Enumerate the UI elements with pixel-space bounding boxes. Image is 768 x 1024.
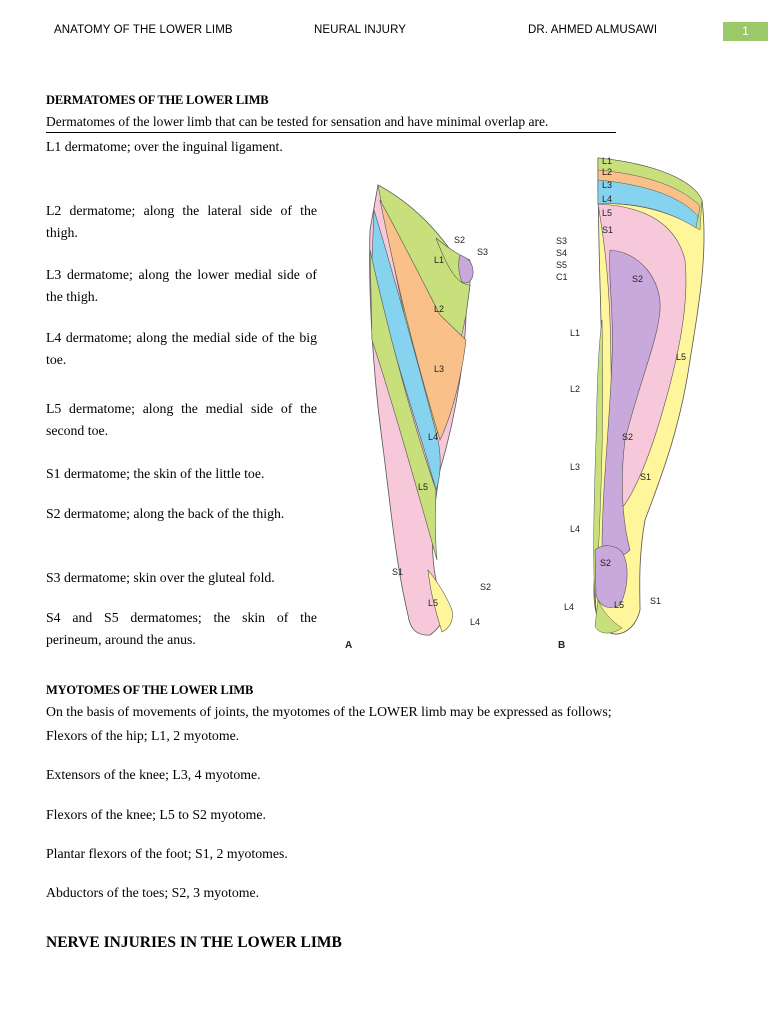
panel-b-label: B bbox=[558, 640, 565, 651]
dermatome-item: L4 dermatome; along the medial side of t… bbox=[46, 330, 317, 367]
nerve-injuries-title: NERVE INJURIES IN THE LOWER LIMB bbox=[46, 934, 342, 951]
header-right: DR. AHMED ALMUSAWI bbox=[528, 24, 658, 36]
svg-text:L4: L4 bbox=[470, 617, 480, 627]
svg-text:S3: S3 bbox=[556, 236, 567, 246]
dermatome-item: L5 dermatome; along the medial side of t… bbox=[46, 401, 317, 438]
svg-text:C1: C1 bbox=[556, 272, 568, 282]
svg-text:S2: S2 bbox=[600, 558, 611, 568]
svg-text:L1: L1 bbox=[570, 328, 580, 338]
header-left: ANATOMY OF THE LOWER LIMB bbox=[54, 24, 233, 36]
svg-text:S2: S2 bbox=[480, 582, 491, 592]
panel-a-label: A bbox=[345, 640, 352, 651]
dermatome-item: L3 dermatome; along the lower medial sid… bbox=[46, 267, 317, 304]
dermatome-item: S1 dermatome; the skin of the little toe… bbox=[46, 466, 265, 481]
svg-text:S2: S2 bbox=[622, 432, 633, 442]
svg-text:L4: L4 bbox=[428, 432, 438, 442]
svg-text:L1: L1 bbox=[602, 156, 612, 166]
dermatome-item: S3 dermatome; skin over the gluteal fold… bbox=[46, 570, 275, 585]
dermatome-item: S2 dermatome; along the back of the thig… bbox=[46, 506, 285, 521]
page-number: 1 bbox=[723, 22, 768, 41]
svg-text:S1: S1 bbox=[640, 472, 651, 482]
dermatomes-title: DERMATOMES OF THE LOWER LIMB bbox=[46, 93, 269, 107]
svg-text:S1: S1 bbox=[650, 596, 661, 606]
svg-text:L4: L4 bbox=[602, 194, 612, 204]
svg-text:L2: L2 bbox=[570, 384, 580, 394]
svg-text:L4: L4 bbox=[570, 524, 580, 534]
myotome-item: Plantar flexors of the foot; S1, 2 myoto… bbox=[46, 846, 288, 861]
svg-text:L1: L1 bbox=[434, 255, 444, 265]
svg-text:L3: L3 bbox=[434, 364, 444, 374]
svg-text:L3: L3 bbox=[602, 180, 612, 190]
svg-text:L4: L4 bbox=[564, 602, 574, 612]
svg-text:L3: L3 bbox=[570, 462, 580, 472]
dermatome-item: L2 dermatome; along the lateral side of … bbox=[46, 203, 317, 240]
dermatomes-intro: Dermatomes of the lower limb that can be… bbox=[46, 114, 616, 133]
svg-text:S2: S2 bbox=[632, 274, 643, 284]
myotomes-title: MYOTOMES OF THE LOWER LIMB bbox=[46, 683, 254, 697]
header-center: NEURAL INJURY bbox=[314, 24, 407, 36]
svg-text:L5: L5 bbox=[614, 600, 624, 610]
myotome-item: Extensors of the knee; L3, 4 myotome. bbox=[46, 767, 261, 782]
svg-text:S4: S4 bbox=[556, 248, 567, 258]
myotome-item: Abductors of the toes; S2, 3 myotome. bbox=[46, 885, 260, 900]
svg-text:S5: S5 bbox=[556, 260, 567, 270]
svg-text:L2: L2 bbox=[434, 304, 444, 314]
svg-text:S2: S2 bbox=[454, 235, 465, 245]
myotome-item: Flexors of the knee; L5 to S2 myotome. bbox=[46, 807, 266, 822]
svg-text:L5: L5 bbox=[602, 208, 612, 218]
svg-text:S1: S1 bbox=[602, 225, 613, 235]
dermatome-item: S4 and S5 dermatomes; the skin of the pe… bbox=[46, 610, 317, 647]
svg-text:S3: S3 bbox=[477, 247, 488, 257]
svg-text:L2: L2 bbox=[602, 167, 612, 177]
svg-text:S1: S1 bbox=[392, 567, 403, 577]
myotomes-intro: On the basis of movements of joints, the… bbox=[46, 704, 612, 719]
svg-text:L5: L5 bbox=[428, 598, 438, 608]
dermatome-item: L1 dermatome; over the inguinal ligament… bbox=[46, 139, 283, 154]
myotome-item: Flexors of the hip; L1, 2 myotome. bbox=[46, 728, 240, 743]
svg-text:L5: L5 bbox=[418, 482, 428, 492]
svg-text:L5: L5 bbox=[676, 352, 686, 362]
